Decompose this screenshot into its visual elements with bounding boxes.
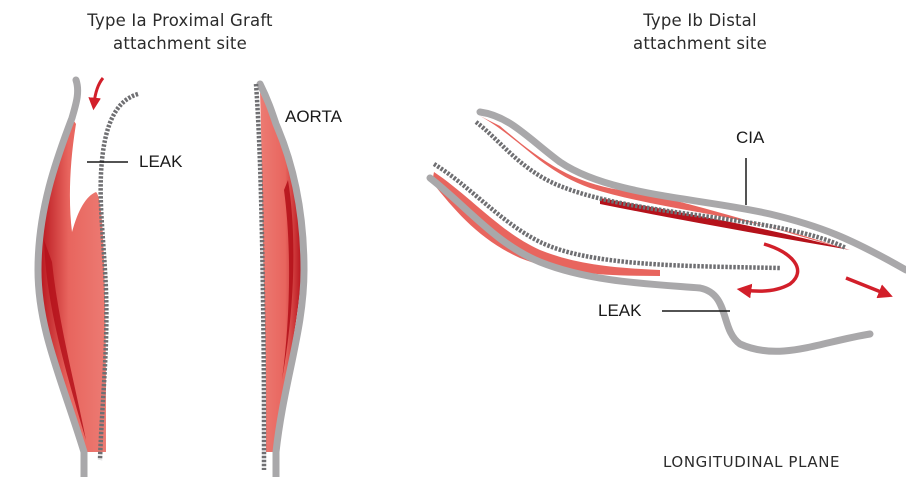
longitudinal-plane-label: LONGITUDINAL PLANE bbox=[663, 453, 840, 471]
aorta-left-wall-group bbox=[38, 80, 138, 477]
leak-flow-arrow-left bbox=[94, 78, 103, 104]
leak-label-proximal: LEAK bbox=[139, 152, 182, 172]
cia-upper-limb bbox=[476, 112, 906, 270]
cia-outer-wall-upper bbox=[480, 112, 906, 270]
cia-label: CIA bbox=[736, 128, 764, 148]
aorta-right-wall-group bbox=[256, 84, 304, 477]
leak-flow-arrow-straight bbox=[846, 278, 886, 294]
aorta-label: AORTA bbox=[285, 107, 342, 127]
leak-label-distal: LEAK bbox=[598, 301, 641, 321]
